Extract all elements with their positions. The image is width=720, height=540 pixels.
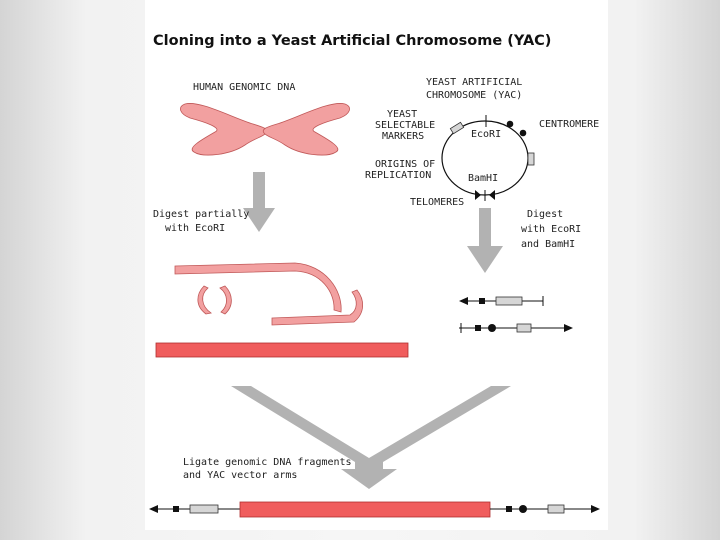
yac-label-line-2: CHROMOSOME (YAC) [426,90,522,101]
yac-vector-arm-top [459,296,544,306]
markers-label-3: MARKERS [382,131,424,142]
fragment-small-arc-left [197,285,212,315]
inserted-genomic-dna [239,501,491,518]
ligate-label-1: Ligate genomic DNA fragments [183,457,352,468]
digest-arrow-left [243,172,275,232]
origins-label-2: REPLICATION [365,170,431,181]
bamhi-label: BamHI [468,173,498,184]
centromere-dot-right [519,129,527,137]
diagram-panel: Cloning into a Yeast Artificial Chromoso… [145,0,608,530]
fragment-small-arc-right [219,285,232,315]
human-dna-label: HUMAN GENOMIC DNA [193,82,295,93]
fragment-right-curve [271,289,364,326]
origins-label-1: ORIGINS OF [375,159,435,170]
ligate-label-2: and YAC vector arms [183,470,297,481]
genomic-dna-fragments [174,262,364,326]
digest-label-3: and BamHI [521,239,575,250]
digest-partial-label-2: with EcoRI [165,223,225,234]
chromosome-arm-left [180,103,268,156]
digest-partial-label-1: Digest partially [153,209,249,220]
telomeres-label: TELOMERES [410,197,464,208]
recombinant-yac [149,501,600,518]
markers-label-2: SELECTABLE [375,120,435,131]
yac-label-line-1: YEAST ARTIFICIAL [426,77,522,88]
marker-box-top [449,121,465,135]
ecori-label: EcoRI [471,129,501,140]
telomere-marker-left [475,190,481,200]
yac-plasmid [441,115,535,201]
centromere-dot-top [506,120,514,128]
telomere-marker-right [489,190,495,200]
centromere-label: CENTROMERE [539,119,599,130]
ligation-arrow [231,386,511,489]
fragment-long-curve [174,262,342,313]
digest-label-2: with EcoRI [521,224,581,235]
marker-box-right [527,152,535,166]
markers-label-1: YEAST [387,109,417,120]
genomic-dna-bar [155,342,409,358]
digest-label-1: Digest [527,209,563,220]
diagram-title: Cloning into a Yeast Artificial Chromoso… [153,33,551,49]
chromosome-arm-right [262,103,350,156]
digest-arrow-right [467,208,503,273]
yac-vector-arm-bottom [459,323,573,333]
yac-cloning-diagram: Cloning into a Yeast Artificial Chromoso… [149,33,600,518]
chromosome [180,103,350,156]
